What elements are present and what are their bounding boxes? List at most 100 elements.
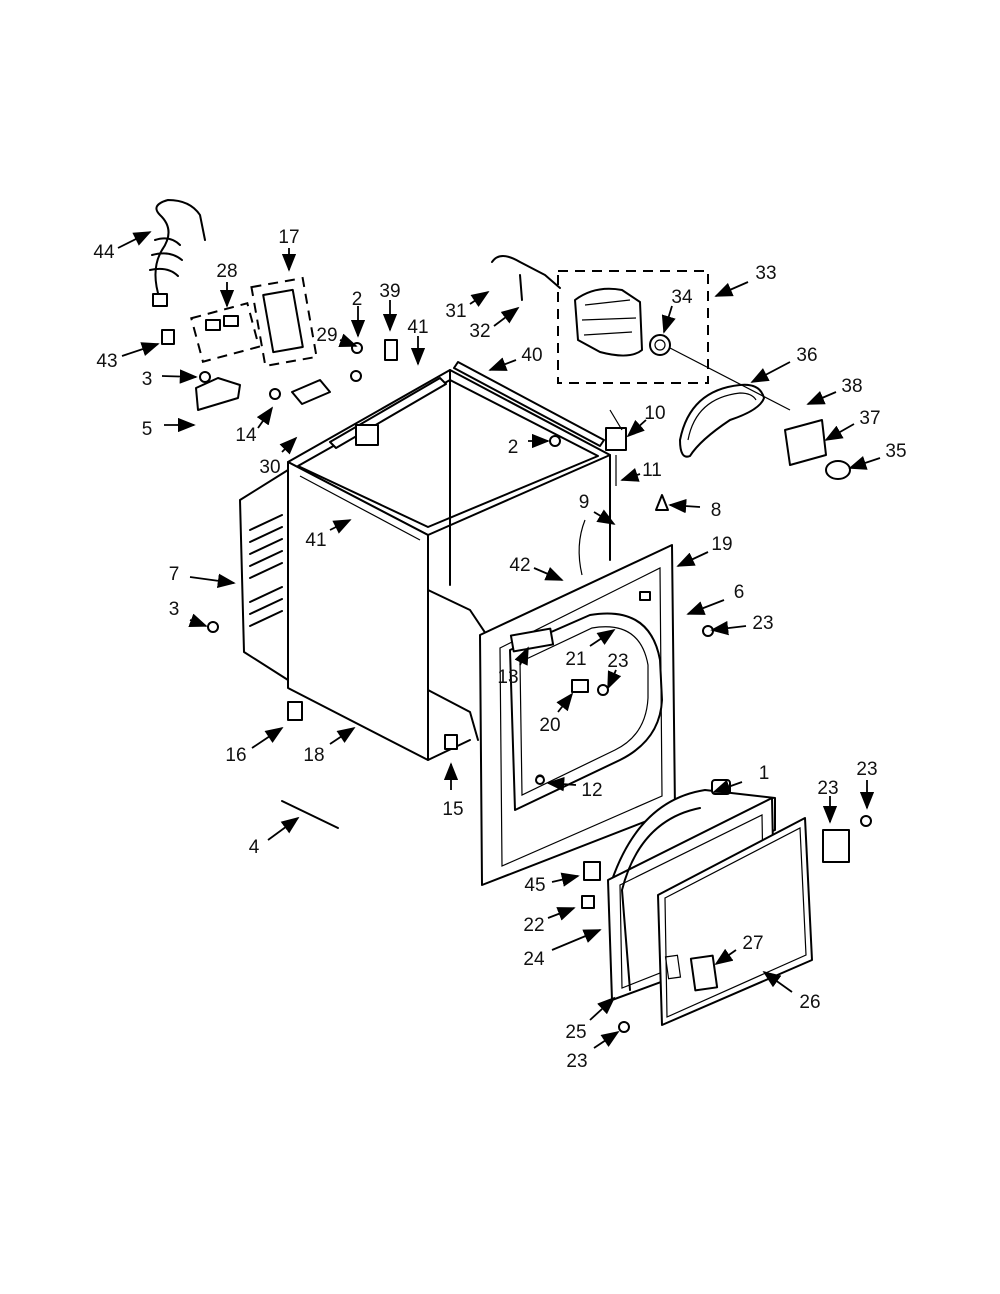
callout-arrow-30 (279, 436, 298, 455)
callout-label-18: 18 (303, 745, 324, 766)
front-panel (479, 544, 676, 886)
callout-arrow-4 (267, 816, 300, 841)
callout-label-23: 23 (856, 759, 877, 780)
motor-assembly (557, 270, 791, 411)
callout-arrow-26 (762, 970, 793, 993)
callout-label-41: 41 (305, 530, 326, 551)
callout-label-34: 34 (671, 287, 693, 308)
callout-arrow-34 (661, 305, 676, 334)
callout-arrow-7 (189, 573, 236, 588)
callout-arrow-11 (620, 468, 641, 482)
callout-label-23: 23 (752, 613, 773, 634)
callout-label-30: 30 (259, 457, 280, 478)
callout-arrow-14 (256, 406, 274, 429)
callout-arrow-13 (514, 646, 529, 666)
callout-label-19: 19 (711, 534, 732, 555)
callout-label-8: 8 (711, 500, 722, 521)
callout-arrow-12 (546, 776, 577, 792)
callout-label-36: 36 (796, 345, 817, 366)
callout-label-29: 29 (316, 325, 337, 346)
drive-belt (679, 383, 765, 458)
callout-label-12: 12 (581, 780, 602, 801)
callout-label-16: 16 (225, 745, 246, 766)
callout-arrow-10 (626, 419, 647, 438)
callout-arrow-21 (589, 629, 616, 647)
callout-arrow-23 (607, 669, 622, 690)
callout-arrow-33 (714, 281, 749, 297)
callout-label-32: 32 (469, 321, 490, 342)
callout-label-42: 42 (509, 555, 530, 576)
callout-label-25: 25 (565, 1022, 586, 1043)
callout-label-23: 23 (566, 1051, 587, 1072)
callout-arrow-19 (676, 551, 709, 567)
callout-label-39: 39 (379, 281, 400, 302)
callout-label-14: 14 (235, 425, 257, 446)
callout-arrow-27 (714, 948, 737, 966)
callout-label-35: 35 (885, 441, 906, 462)
callout-arrow-18 (329, 727, 356, 745)
callout-arrow-40 (488, 357, 517, 371)
callout-arrow-42 (533, 567, 564, 581)
callout-arrow-36 (750, 361, 791, 383)
callout-arrow-38 (806, 391, 837, 405)
callout-layer: 1223345678910111213141516171819202122232… (93, 227, 906, 1072)
callout-label-6: 6 (734, 582, 745, 603)
rear-panel-vents (249, 514, 283, 627)
callout-arrow-3 (188, 613, 208, 628)
callout-arrow-32 (493, 306, 520, 327)
callout-label-4: 4 (249, 837, 260, 858)
callout-arrow-3 (161, 369, 198, 384)
callout-arrow-45 (551, 872, 580, 887)
callout-arrow-31 (469, 291, 490, 307)
callout-arrow-37 (824, 423, 855, 441)
callout-label-24: 24 (523, 949, 545, 970)
callout-label-44: 44 (93, 242, 115, 263)
callout-label-38: 38 (841, 376, 862, 397)
callout-label-2: 2 (352, 289, 363, 310)
callout-label-15: 15 (442, 799, 463, 820)
callout-label-31: 31 (445, 301, 466, 322)
callout-label-13: 13 (497, 667, 518, 688)
callout-arrow-25 (589, 996, 616, 1021)
callout-label-1: 1 (759, 763, 770, 784)
callout-label-41: 41 (407, 317, 428, 338)
cabinet (239, 361, 611, 761)
callout-arrow-23 (593, 1031, 620, 1049)
callout-label-7: 7 (169, 564, 180, 585)
callout-arrow-29 (338, 333, 358, 348)
callout-label-43: 43 (96, 351, 117, 372)
callout-arrow-8 (668, 498, 701, 514)
callout-label-2: 2 (508, 437, 519, 458)
callout-label-17: 17 (278, 227, 299, 248)
callout-arrow-22 (547, 907, 576, 921)
callout-arrow-9 (593, 509, 616, 525)
callout-arrow-23 (710, 620, 747, 636)
callout-label-40: 40 (521, 345, 542, 366)
callout-label-22: 22 (523, 915, 544, 936)
callout-label-23: 23 (817, 778, 838, 799)
callout-arrow-44 (117, 231, 152, 249)
door-assembly (607, 789, 813, 1026)
callout-label-27: 27 (742, 933, 763, 954)
callout-label-20: 20 (539, 715, 560, 736)
callout-arrow-16 (251, 727, 284, 749)
callout-label-45: 45 (524, 875, 545, 896)
callout-label-10: 10 (644, 403, 665, 424)
callout-label-5: 5 (142, 419, 153, 440)
callout-label-3: 3 (142, 369, 153, 390)
callout-label-3: 3 (169, 599, 180, 620)
callout-arrow-41 (329, 519, 352, 534)
callout-arrow-43 (121, 342, 160, 357)
callout-label-23: 23 (607, 651, 628, 672)
callout-label-33: 33 (755, 263, 776, 284)
callout-arrow-24 (551, 929, 602, 951)
callout-label-26: 26 (799, 992, 820, 1013)
callout-arrow-1 (712, 779, 743, 794)
callout-arrow-20 (556, 692, 574, 713)
callout-label-11: 11 (642, 460, 662, 481)
callout-label-21: 21 (565, 649, 586, 670)
callout-label-9: 9 (579, 492, 590, 513)
callout-arrow-35 (848, 456, 881, 470)
callout-label-28: 28 (216, 261, 237, 282)
